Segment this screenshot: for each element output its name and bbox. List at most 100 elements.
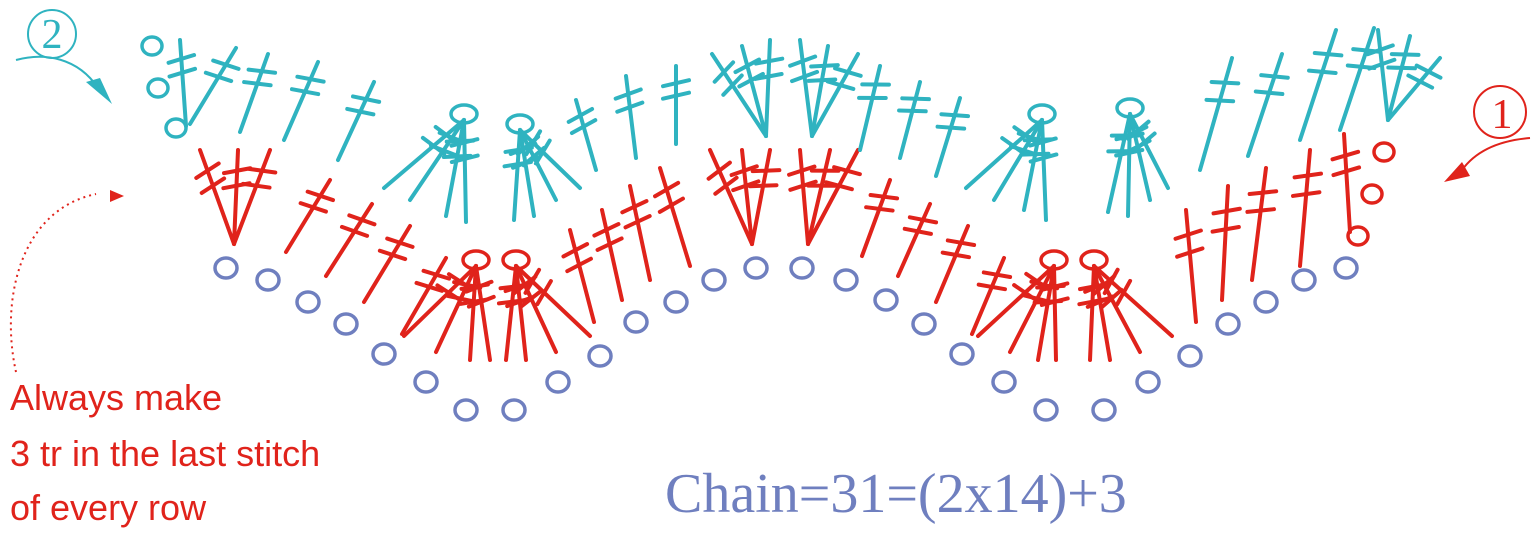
note-pointer [9,190,124,373]
treble-crossbar [1132,131,1157,153]
treble-crossbar [592,222,621,238]
treble-crossbar [535,279,553,307]
treble-crossbar [199,176,227,195]
treble-stitch [449,118,480,224]
treble-crossbar [657,196,685,214]
treble-stitch [282,60,326,142]
treble-post [514,264,528,362]
treble-crossbar [737,71,765,89]
chain-stitch-icon [663,290,689,314]
treble-stitch [747,148,782,246]
treble-crossbar [1039,281,1070,292]
chain-stitch-icon [501,398,527,422]
treble-post [408,118,466,202]
treble-stitch [810,52,863,138]
treble-crossbar [242,80,273,88]
treble-post [1298,28,1338,142]
treble-crossbar [832,165,862,177]
treble-crossbar [524,129,543,157]
treble-stitch [729,148,761,246]
treble-stitch [1386,56,1443,122]
treble-crossbar [824,180,854,192]
treble-crossbar [385,236,415,249]
treble-crossbar [713,175,739,196]
treble-stitch [788,38,820,138]
note-line-2: 3 tr in the last stitch [10,433,320,474]
treble-stitch [706,148,754,246]
treble-crossbar [787,164,817,177]
treble-post [1220,184,1230,302]
treble-post [1386,56,1442,122]
treble-stitch [1173,208,1205,324]
treble-post [1088,264,1096,362]
chain-stitch-icon [991,370,1017,394]
chain-stitch-icon [833,268,859,292]
treble-crossbar [623,214,652,230]
treble-stitch [1092,264,1174,338]
treble-crossbar [864,205,895,213]
treble-stitch [1246,52,1290,158]
chain-stitch-icon [1372,141,1396,163]
treble-crossbar [222,166,253,176]
treble-post [336,80,376,162]
treble-post [514,264,592,338]
treble-crossbar [897,108,928,114]
treble-crossbar [902,226,933,236]
treble-post [1092,264,1174,338]
treble-crossbar [747,183,779,189]
treble-post [444,118,466,218]
treble-crossbar [377,248,408,262]
treble-crossbar [1414,63,1443,80]
chain-stitch-icon [1033,398,1059,422]
treble-crossbar [429,143,458,158]
treble-post [282,60,320,142]
treble-post [658,166,692,268]
treble-stitch [1126,112,1170,190]
treble-stitch [362,224,415,304]
treble-stitch [188,46,241,126]
treble-post [858,64,882,152]
treble-crossbar [339,224,370,238]
treble-post [232,148,272,246]
treble-crossbar [167,66,198,79]
treble-crossbar [788,54,818,68]
treble-post [750,148,772,246]
chain-stitch-icon [213,256,239,280]
treble-stitch [238,52,278,134]
treble-post [1008,264,1056,354]
treble-crossbar [595,236,624,252]
treble-crossbar [1210,225,1241,234]
treble-stitch [970,256,1013,336]
row-2-stitches [140,26,1443,224]
treble-crossbar [976,282,1007,292]
treble-stitch [1365,28,1397,122]
treble-stitch [592,208,624,302]
treble-crossbar [809,63,840,69]
treble-crossbar [533,138,552,166]
treble-stitch [1245,166,1279,282]
treble-post [518,128,536,218]
treble-stitch [1028,118,1059,222]
treble-stitch [400,256,452,336]
row-1-label: 1 [1492,92,1513,138]
treble-post [1198,56,1234,172]
treble-post [382,118,466,190]
treble-post [178,38,188,128]
treble-crossbar [1209,79,1241,86]
row-1-arrow-curve [1461,137,1531,171]
treble-crossbar [900,96,931,102]
treble-post [1036,264,1056,362]
treble-post [992,118,1044,202]
treble-post [798,148,810,246]
treble-crossbar [788,179,818,192]
row-1-label-circle [1473,85,1527,139]
treble-post [188,46,238,126]
treble-crossbar [1175,246,1205,259]
treble-post [1338,26,1376,132]
treble-crossbar [729,164,759,178]
treble-crossbar [194,161,221,180]
treble-stitch [934,224,977,304]
treble-stitch [1338,26,1382,132]
treble-crossbar [203,70,234,84]
